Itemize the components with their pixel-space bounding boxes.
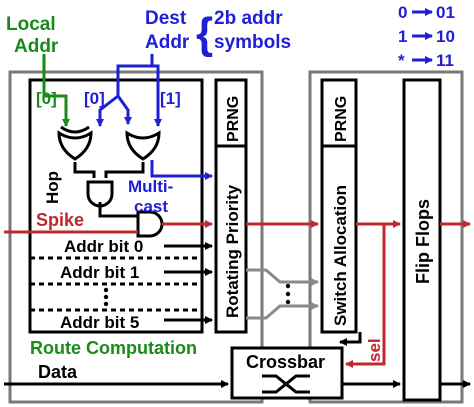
data-path: [4, 332, 471, 388]
or-gate-icon: [125, 130, 161, 161]
flip-flops-box: [402, 78, 442, 402]
addr-bit-0-label: Addr bit 0: [64, 237, 143, 256]
dest-addr-label-line2: Addr: [145, 32, 190, 53]
encoding-1-value: 10: [436, 27, 455, 46]
addr-bit-1-label: Addr bit 1: [60, 263, 139, 282]
flip-flops-label: Flip Flops: [413, 199, 433, 284]
encoding-0-value: 01: [436, 3, 455, 22]
multicast-label-line2: cast: [134, 197, 168, 216]
switch-allocation-box: [320, 78, 358, 334]
prng-right-label: PRNG: [333, 96, 350, 142]
prng-left-label: PRNG: [225, 96, 242, 142]
local-index-label: [0]: [36, 89, 57, 108]
request-arrows: [246, 268, 319, 320]
data-label: Data: [38, 362, 78, 382]
crossbar-label: Crossbar: [246, 352, 325, 372]
symbols-label-line1: 2b addr: [214, 8, 283, 29]
rotating-priority-box: [214, 78, 248, 334]
logic-wires: [73, 162, 145, 218]
encoding-star-label: *: [398, 51, 405, 70]
encoding-star-value: 11: [436, 51, 454, 70]
addr-bit-arrows: [164, 242, 213, 324]
local-addr-label-line2: Addr: [14, 36, 59, 57]
crossbar-box: [230, 346, 344, 400]
dest-addr-wires: [96, 54, 213, 180]
route-computation-label: Route Computation: [30, 338, 197, 358]
sel-label: sel: [365, 338, 384, 362]
encoding-arrows: [412, 8, 433, 64]
hop-label: Hop: [43, 171, 62, 204]
xor-gate-back-icon: [60, 125, 90, 134]
spike-and-gate-icon: [136, 210, 164, 238]
switch-allocation-label: Switch Allocation: [331, 185, 350, 326]
symbols-label-line2: symbols: [214, 32, 291, 53]
addr-bit-ellipsis: [103, 287, 109, 307]
xor-gate-icon: [57, 130, 93, 161]
local-addr-label-line1: Local: [6, 14, 56, 35]
addr-bit-5-label: Addr bit 5: [60, 313, 139, 332]
dest-addr-label-line1: Dest: [145, 8, 187, 29]
multicast-label-line1: Multi-: [128, 177, 173, 196]
spike-path: [4, 220, 471, 368]
local-addr-wire: [42, 54, 70, 127]
dest-index-0-label: [0]: [84, 89, 105, 108]
encoding-1-label: 1: [398, 27, 407, 46]
rotating-priority-label: Rotating Priority: [223, 184, 242, 318]
encoding-0-label: 0: [398, 3, 407, 22]
route-computation-box: [28, 78, 204, 334]
request-ellipsis: [285, 283, 291, 305]
brace-symbol: {: [196, 9, 213, 58]
crossbar-x-icon: [262, 374, 310, 394]
spike-label: Spike: [36, 210, 84, 230]
dest-index-1-label: [1]: [160, 89, 181, 108]
